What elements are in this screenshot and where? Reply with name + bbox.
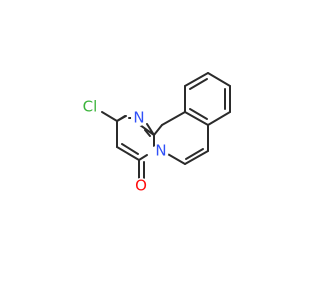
molecule-structure: Cl N N O — [79, 72, 231, 195]
bond — [184, 150, 209, 165]
bond — [139, 124, 155, 136]
bond-double-inner — [185, 148, 204, 160]
bridge-nitrogen-atom-label: N — [155, 142, 166, 160]
bond — [207, 111, 231, 126]
chlorine-label-mask — [79, 96, 101, 118]
bond — [184, 72, 209, 87]
bond-double-inner — [189, 108, 208, 120]
imine-nitrogen-atom-label: N — [133, 109, 144, 127]
bond — [116, 146, 140, 161]
imine-nitrogen-label-mask — [131, 110, 147, 126]
molecule-canvas: Cl N N O — [79, 72, 231, 195]
oxygen-label-mask — [133, 178, 149, 194]
bond — [161, 111, 186, 126]
bond — [153, 124, 163, 136]
bond — [146, 123, 155, 136]
chlorine-atom-label: Cl — [83, 98, 98, 116]
bond — [165, 152, 186, 165]
bond — [116, 115, 127, 122]
bond — [138, 154, 148, 161]
bond-double-inner — [144, 129, 151, 137]
bond-double-inner — [121, 143, 139, 155]
oxygen-atom-label: O — [135, 177, 147, 195]
bond — [101, 111, 118, 122]
bridge-nitrogen-label-mask — [153, 143, 169, 159]
bond — [184, 111, 209, 126]
bond — [207, 72, 231, 87]
bond-double-inner — [189, 78, 208, 90]
